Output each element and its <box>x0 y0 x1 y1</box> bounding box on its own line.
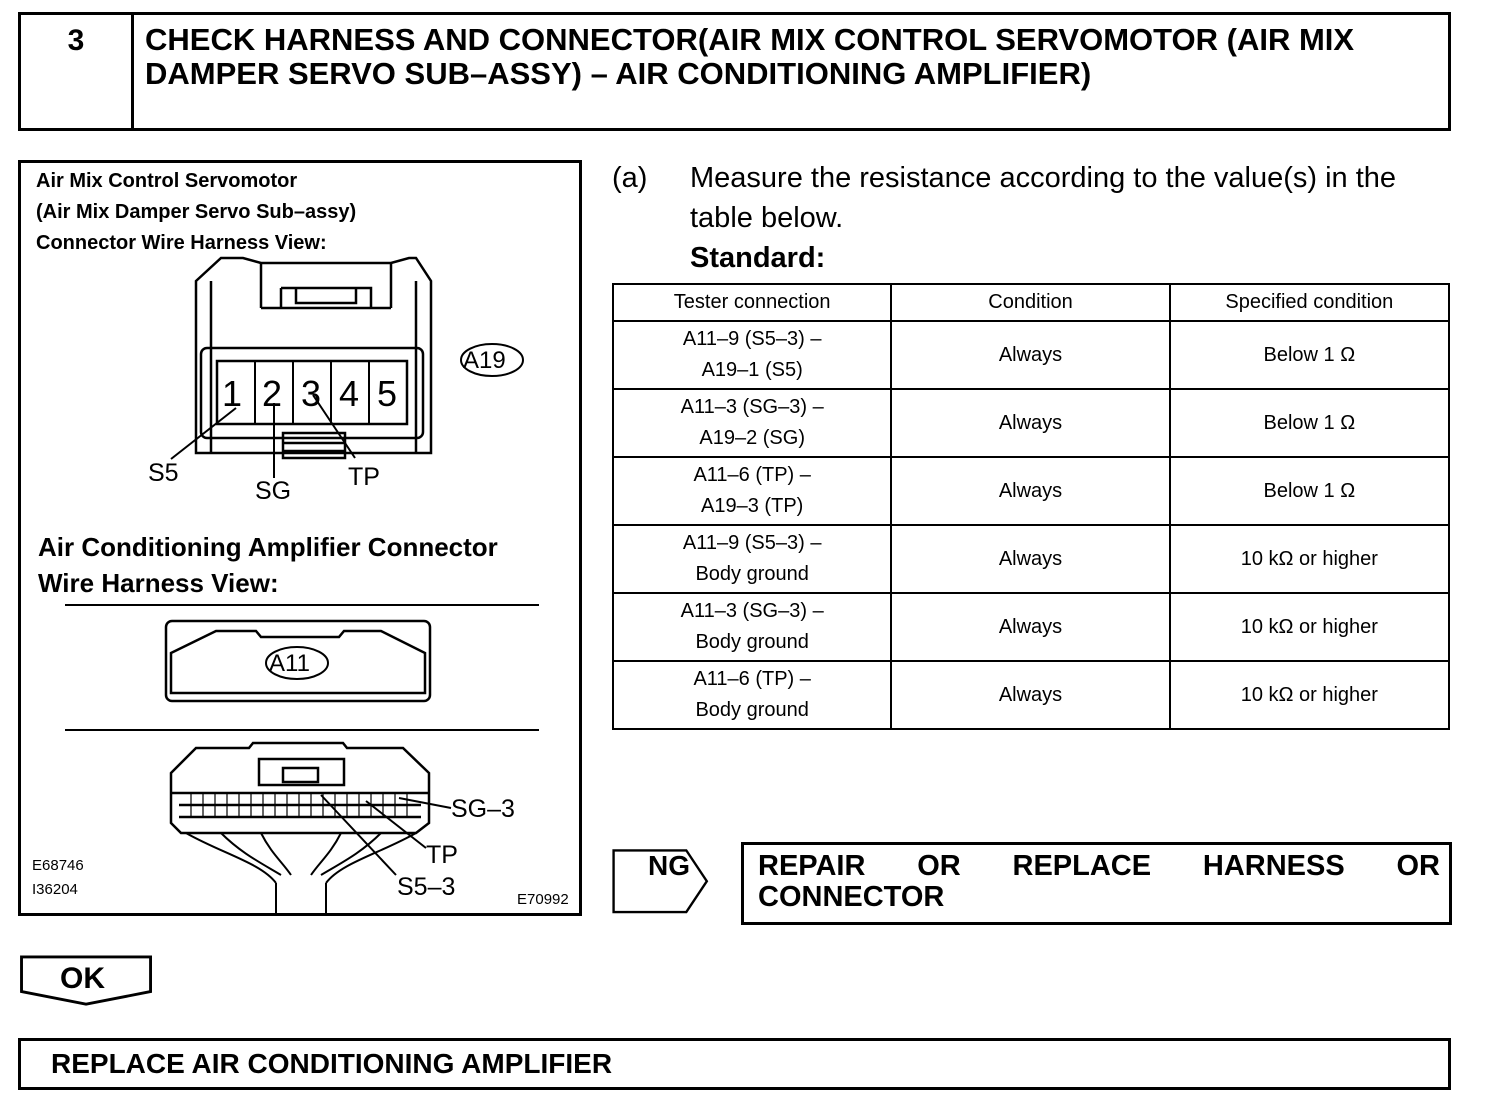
figure-caption-2: (Air Mix Damper Servo Sub–assy) <box>36 201 357 223</box>
tester-line-2: A19–3 (TP) <box>701 495 804 517</box>
condition-cell: Always <box>890 524 1171 594</box>
ng-action-box: REPAIR OR REPLACE HARNESS OR CONNECTOR <box>741 842 1452 925</box>
table-row: A11–9 (S5–3) – Body ground Always 10 kΩ o… <box>611 524 1451 594</box>
figure-code-3: E70992 <box>517 891 569 908</box>
ng-arrow-box <box>612 849 709 914</box>
pin-label-s5: S5 <box>148 459 179 487</box>
tester-line-2: Body ground <box>695 631 809 653</box>
pin-5: 5 <box>377 373 398 414</box>
connector-a19-label: A19 <box>463 347 506 374</box>
table-header-row: Tester connection Condition Specified co… <box>611 283 1451 322</box>
step-title: CHECK HARNESS AND CONNECTOR(AIR MIX CONT… <box>145 22 1355 91</box>
condition-cell: Always <box>890 456 1171 526</box>
ng-label: NG <box>648 850 690 881</box>
tester-connection-cell: A11–3 (SG–3) – A19–2 (SG) <box>611 388 893 458</box>
figure-caption-3: Connector Wire Harness View: <box>36 232 327 254</box>
header-specified-condition: Specified condition <box>1168 283 1451 322</box>
amp-label-s53: S5–3 <box>397 873 456 901</box>
tester-connection-cell: A11–6 (TP) – Body ground <box>611 660 893 730</box>
pin-label-tp: TP <box>348 463 380 491</box>
instruction-marker: (a) <box>612 162 648 194</box>
tester-connection-cell: A11–6 (TP) – A19–3 (TP) <box>611 456 893 526</box>
ng-action-text: REPAIR OR REPLACE HARNESS OR CONNECTOR <box>758 850 1440 913</box>
step-header: 3 CHECK HARNESS AND CONNECTOR(AIR MIX CO… <box>18 12 1451 131</box>
spec-cell: Below 1 Ω <box>1168 456 1451 526</box>
ok-action-text: REPLACE AIR CONDITIONING AMPLIFIER <box>51 1048 613 1079</box>
pin-2: 2 <box>262 373 283 414</box>
table-row: A11–6 (TP) – A19–3 (TP) Always Below 1 Ω <box>611 456 1451 526</box>
amp-caption-2: Wire Harness View: <box>38 568 279 598</box>
figure-code-2: I36204 <box>32 881 78 898</box>
header-condition: Condition <box>890 283 1171 322</box>
tester-connection-cell: A11–9 (S5–3) – A19–1 (S5) <box>611 320 893 390</box>
condition-cell: Always <box>890 660 1171 730</box>
tester-line-2: A19–1 (S5) <box>701 359 803 381</box>
condition-cell: Always <box>890 592 1171 662</box>
tester-line-1: A11–6 (TP) – <box>693 464 811 486</box>
header-tester-connection: Tester connection <box>611 283 893 322</box>
condition-cell: Always <box>890 388 1171 458</box>
spec-cell: 10 kΩ or higher <box>1168 592 1451 662</box>
amp-label-sg3: SG–3 <box>451 795 515 823</box>
pin-1: 1 <box>222 373 243 414</box>
servo-connector-drawing <box>65 256 539 913</box>
tester-line-1: A11–3 (SG–3) – <box>680 396 824 418</box>
ok-label: OK <box>60 962 105 995</box>
tester-connection-cell: A11–3 (SG–3) – Body ground <box>611 592 893 662</box>
amp-caption-1: Air Conditioning Amplifier Connector <box>38 532 498 562</box>
spec-cell: 10 kΩ or higher <box>1168 524 1451 594</box>
connector-figure: Air Mix Control Servomotor (Air Mix Damp… <box>18 160 582 916</box>
pin-4: 4 <box>339 373 360 414</box>
figure-code-1: E68746 <box>32 857 84 874</box>
table-row: A11–9 (S5–3) – A19–1 (S5) Always Below 1 … <box>611 320 1451 390</box>
standard-label: Standard: <box>690 242 826 274</box>
table-row: A11–6 (TP) – Body ground Always 10 kΩ or … <box>611 660 1451 730</box>
tester-line-2: Body ground <box>695 699 809 721</box>
tester-line-1: A11–6 (TP) – <box>693 668 811 690</box>
spec-cell: Below 1 Ω <box>1168 388 1451 458</box>
ok-action-box: REPLACE AIR CONDITIONING AMPLIFIER <box>18 1038 1451 1090</box>
spec-cell: Below 1 Ω <box>1168 320 1451 390</box>
tester-line-1: A11–9 (S5–3) – <box>682 532 822 554</box>
tester-line-1: A11–3 (SG–3) – <box>680 600 824 622</box>
tester-line-2: Body ground <box>695 563 809 585</box>
table-row: A11–3 (SG–3) – Body ground Always 10 kΩ o… <box>611 592 1451 662</box>
connector-a11-label: A11 <box>269 650 310 677</box>
tester-line-2: A19–2 (SG) <box>699 427 805 449</box>
pin-3: 3 <box>301 373 322 414</box>
amp-label-tp: TP <box>426 841 458 869</box>
tester-connection-cell: A11–9 (S5–3) – Body ground <box>611 524 893 594</box>
pin-label-sg: SG <box>255 477 292 505</box>
tester-line-1: A11–9 (S5–3) – <box>682 328 822 350</box>
condition-cell: Always <box>890 320 1171 390</box>
ok-arrow-box <box>20 955 152 1006</box>
instruction-text: Measure the resistance according to the … <box>690 162 1397 234</box>
step-number: 3 <box>21 15 134 128</box>
resistance-table: Tester connection Condition Specified co… <box>611 283 1451 730</box>
table-row: A11–3 (SG–3) – A19–2 (SG) Always Below 1 … <box>611 388 1451 458</box>
spec-cell: 10 kΩ or higher <box>1168 660 1451 730</box>
figure-caption-1: Air Mix Control Servomotor <box>36 170 298 192</box>
